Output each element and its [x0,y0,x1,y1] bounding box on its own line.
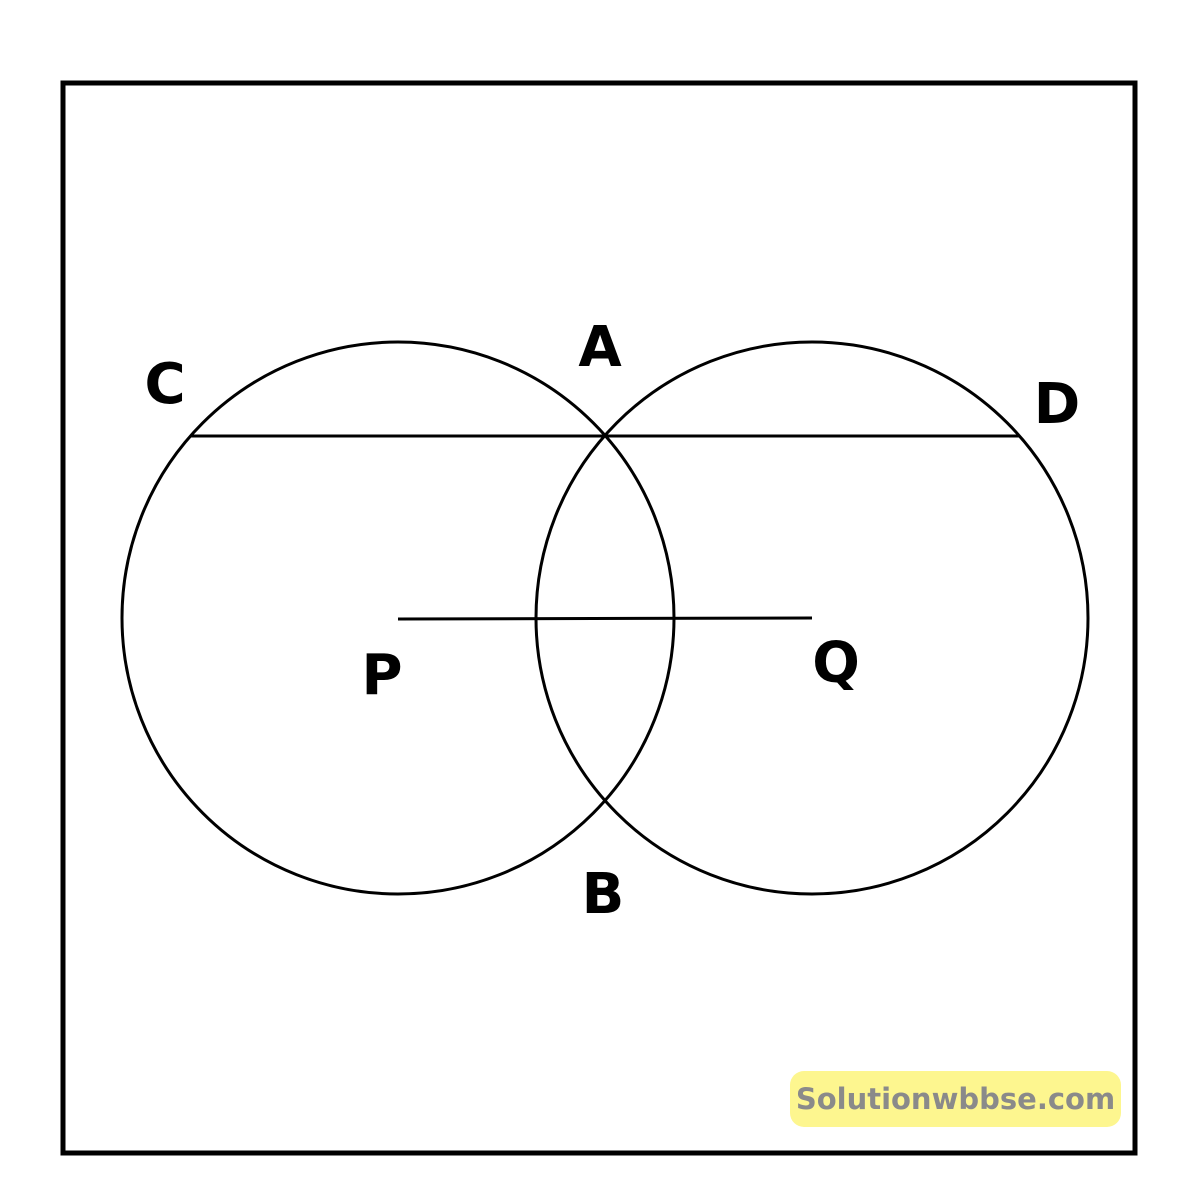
label-a: A [578,315,622,380]
frame-border [60,80,1138,1156]
label-c: C [144,352,185,417]
line-pq [397,616,813,621]
label-q: Q [812,631,860,696]
label-b: B [582,862,625,927]
watermark: Solutionwbbse.com [790,1071,1121,1127]
label-p: P [361,643,402,708]
label-d: D [1034,372,1080,437]
